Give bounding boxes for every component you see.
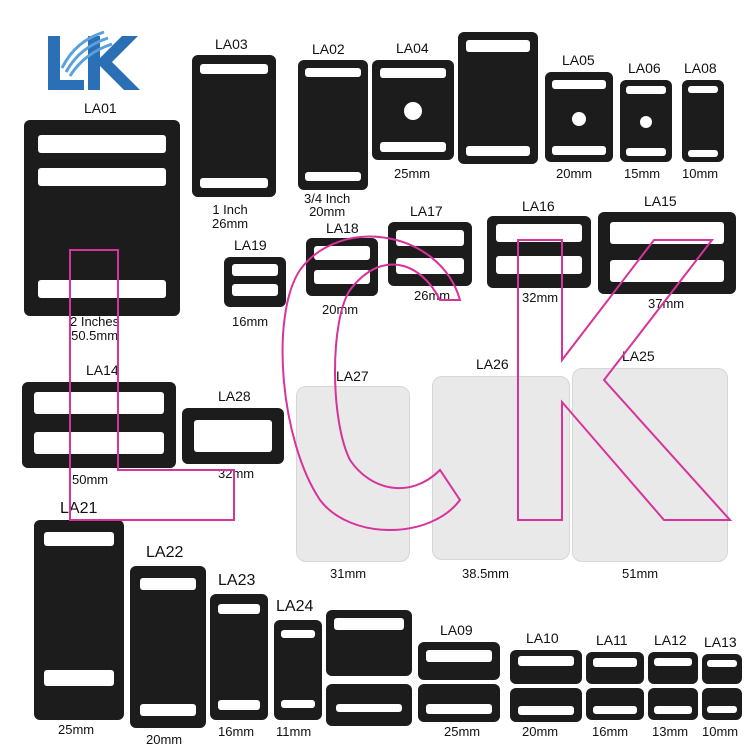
product-size: 25mm (58, 722, 95, 737)
product-size: 25mm (444, 724, 481, 739)
product-size: 32mm (218, 466, 255, 481)
logo-mark-icon (48, 30, 140, 90)
product-code: LA12 (654, 632, 687, 648)
product-size: 1 Inch 26mm (212, 202, 249, 231)
product-size: 16mm (218, 724, 255, 739)
product-size: 26mm (414, 288, 451, 303)
product-code: LA21 (60, 500, 98, 517)
product-size: 51mm (622, 566, 659, 581)
product-size: 37mm (648, 296, 685, 311)
product-size: 38.5mm (462, 566, 509, 581)
product-size: 32mm (522, 290, 559, 305)
product-code: LA23 (218, 572, 256, 589)
product-size: 10mm (702, 724, 739, 739)
product-size: 16mm (592, 724, 629, 739)
brand-logo (40, 28, 150, 98)
product-code: LA03 (215, 36, 248, 52)
product-code: LA04 (396, 40, 429, 56)
product-code: LA25 (622, 348, 655, 364)
product-code: LA24 (276, 598, 314, 615)
product-code: LA22 (146, 544, 184, 561)
product-code: LA18 (326, 220, 359, 236)
product-size: 15mm (624, 166, 661, 181)
product-code: LA13 (704, 634, 737, 650)
product-size: 11mm (276, 724, 312, 739)
product-code: LA27 (336, 368, 369, 384)
product-size: 31mm (330, 566, 367, 581)
product-code: LA08 (684, 60, 717, 76)
product-size: 25mm (394, 166, 431, 181)
product-size: 20mm (322, 302, 359, 317)
product-code: LA09 (440, 622, 473, 638)
product-size: 20mm (522, 724, 559, 739)
product-code: LA26 (476, 356, 509, 372)
product-code: LA06 (628, 60, 661, 76)
product-size: 13mm (652, 724, 689, 739)
product-code: LA10 (526, 630, 559, 646)
product-code: LA11 (596, 632, 628, 648)
product-code: LA02 (312, 41, 345, 57)
product-size: 20mm (146, 732, 183, 747)
product-code: LA16 (522, 198, 555, 214)
product-size: 3/4 Inch 20mm (304, 191, 351, 219)
product-size: 50mm (72, 472, 109, 487)
product-size: 2 Inches 50.5mm (70, 314, 120, 343)
product-code: LA05 (562, 52, 595, 68)
product-code: LA19 (234, 237, 267, 253)
product-code: LA01 (84, 100, 117, 116)
product-code: LA14 (86, 362, 119, 378)
product-code: LA15 (644, 193, 677, 209)
product-size: 20mm (556, 166, 593, 181)
product-size: 10mm (682, 166, 719, 181)
product-size: 16mm (232, 314, 269, 329)
product-code: LA17 (410, 203, 443, 219)
product-code: LA28 (218, 388, 251, 404)
